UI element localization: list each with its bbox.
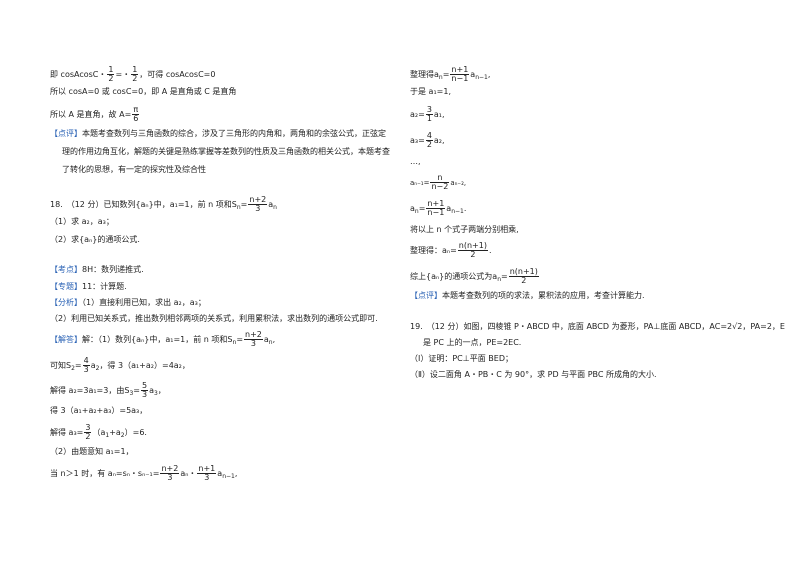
question-18-part-2: （2）求{aₙ}的通项公式. <box>50 235 140 244</box>
solution-s4: 得 3（a₁+a₂+a₃）=5a₃， <box>50 406 148 415</box>
fraction: n(n+1)2 <box>457 241 488 259</box>
right-r2: 于是 a₁=1, <box>410 87 451 96</box>
line-cos-zero: 所以 cosA=0 或 cosC=0，即 A 是直角或 C 是直角 <box>50 87 237 96</box>
solution-s6: （2）由题意知 a₁=1， <box>50 447 134 456</box>
comment-tag: 【点评】 <box>50 129 82 138</box>
analysis-line-2: （2）利用已知关系式，推出数列相邻两项的关系式，利用累积法，求出数列的通项公式即… <box>50 314 378 323</box>
right-r5: …, <box>410 157 421 166</box>
topic: 【专题】11：计算题. <box>50 282 127 291</box>
fraction: n(n+1)2 <box>508 267 539 285</box>
analysis-line-1: 【分析】（1）直接利用已知，求出 a₂，a₃； <box>50 298 206 307</box>
comment-line-1: 【点评】本题考查数列与三角函数的综合，涉及了三角形的内角和，两角和的余弦公式，正… <box>50 129 386 138</box>
comment-line-2: 理的作用边角互化，解题的关键是熟练掌握等差数列的性质及三角函数的相关公式，本题考… <box>62 147 390 156</box>
question-19-part-2: （Ⅱ）设二面角 A・PB・C 为 90°，求 PD 与平面 PBC 所成角的大小… <box>410 370 657 379</box>
question-19-cont: 是 PC 上的一点，PE=2EC. <box>423 338 522 347</box>
right-r10: 综上{aₙ}的通项公式为an=n(n+1)2 <box>410 267 539 285</box>
right-comment: 【点评】本题考查数列的项的求法，累积法的应用，考查计算能力. <box>410 291 645 300</box>
question-19-part-1: （Ⅰ）证明：PC⊥平面 BED； <box>410 354 513 363</box>
question-18-part-1: （1）求 a₂，a₃； <box>50 217 114 226</box>
comment-line-3: 了转化的思想，有一定的探究性及综合性 <box>62 165 206 174</box>
knowledge-point: 【考点】8H：数列递推式. <box>50 265 144 274</box>
right-r9: 整理得：aₙ=n(n+1)2. <box>410 241 492 259</box>
question-19: 19. （12 分）如图，四棱锥 P・ABCD 中，底面 ABCD 为菱形，PA… <box>410 322 785 331</box>
right-r8: 将以上 n 个式子两端分别相乘, <box>410 225 519 234</box>
